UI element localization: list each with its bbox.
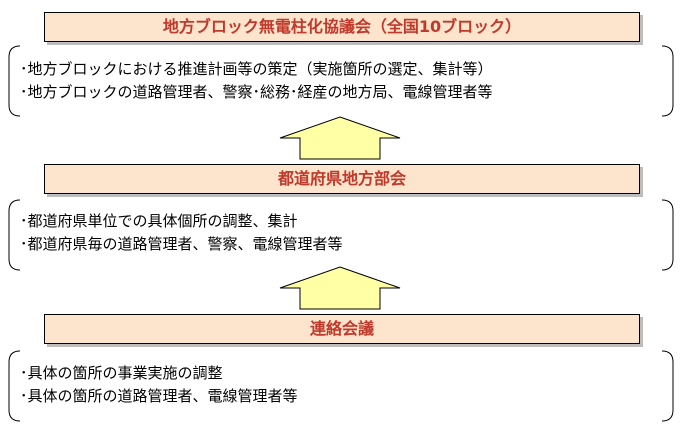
liaison-details: ･具体の箇所の事業実施の調整 ･具体の箇所の道路管理者、電線管理者等 bbox=[8, 350, 674, 422]
liaison-header: 連絡会議 bbox=[44, 314, 640, 344]
liaison-detail-line-2: ･具体の箇所の道路管理者、電線管理者等 bbox=[20, 387, 298, 405]
council-bracket bbox=[8, 45, 674, 117]
prefecture-details: ･都道府県単位での具体個所の調整、集計 ･都道府県毎の道路管理者、警察、電線管理… bbox=[8, 199, 674, 271]
council-detail-line-1: ･地方ブロックにおける推進計画等の策定（実施箇所の選定、集計等） bbox=[20, 60, 493, 78]
prefecture-bracket bbox=[8, 199, 674, 271]
prefecture-header: 都道府県地方部会 bbox=[44, 164, 640, 194]
liaison-detail-line-1: ･具体の箇所の事業実施の調整 bbox=[20, 364, 223, 382]
council-details: ･地方ブロックにおける推進計画等の策定（実施箇所の選定、集計等） ･地方ブロック… bbox=[8, 45, 674, 117]
up-arrow-icon bbox=[279, 266, 401, 310]
up-arrow-icon bbox=[279, 116, 401, 160]
prefecture-detail-line-1: ･都道府県単位での具体個所の調整、集計 bbox=[20, 212, 298, 230]
council-detail-line-2: ･地方ブロックの道路管理者、警察･総務･経産の地方局、電線管理者等 bbox=[20, 83, 493, 101]
council-header: 地方ブロック無電柱化協議会（全国10ブロック） bbox=[44, 12, 640, 42]
prefecture-detail-line-2: ･都道府県毎の道路管理者、警察、電線管理者等 bbox=[20, 235, 343, 253]
liaison-bracket bbox=[8, 350, 674, 422]
